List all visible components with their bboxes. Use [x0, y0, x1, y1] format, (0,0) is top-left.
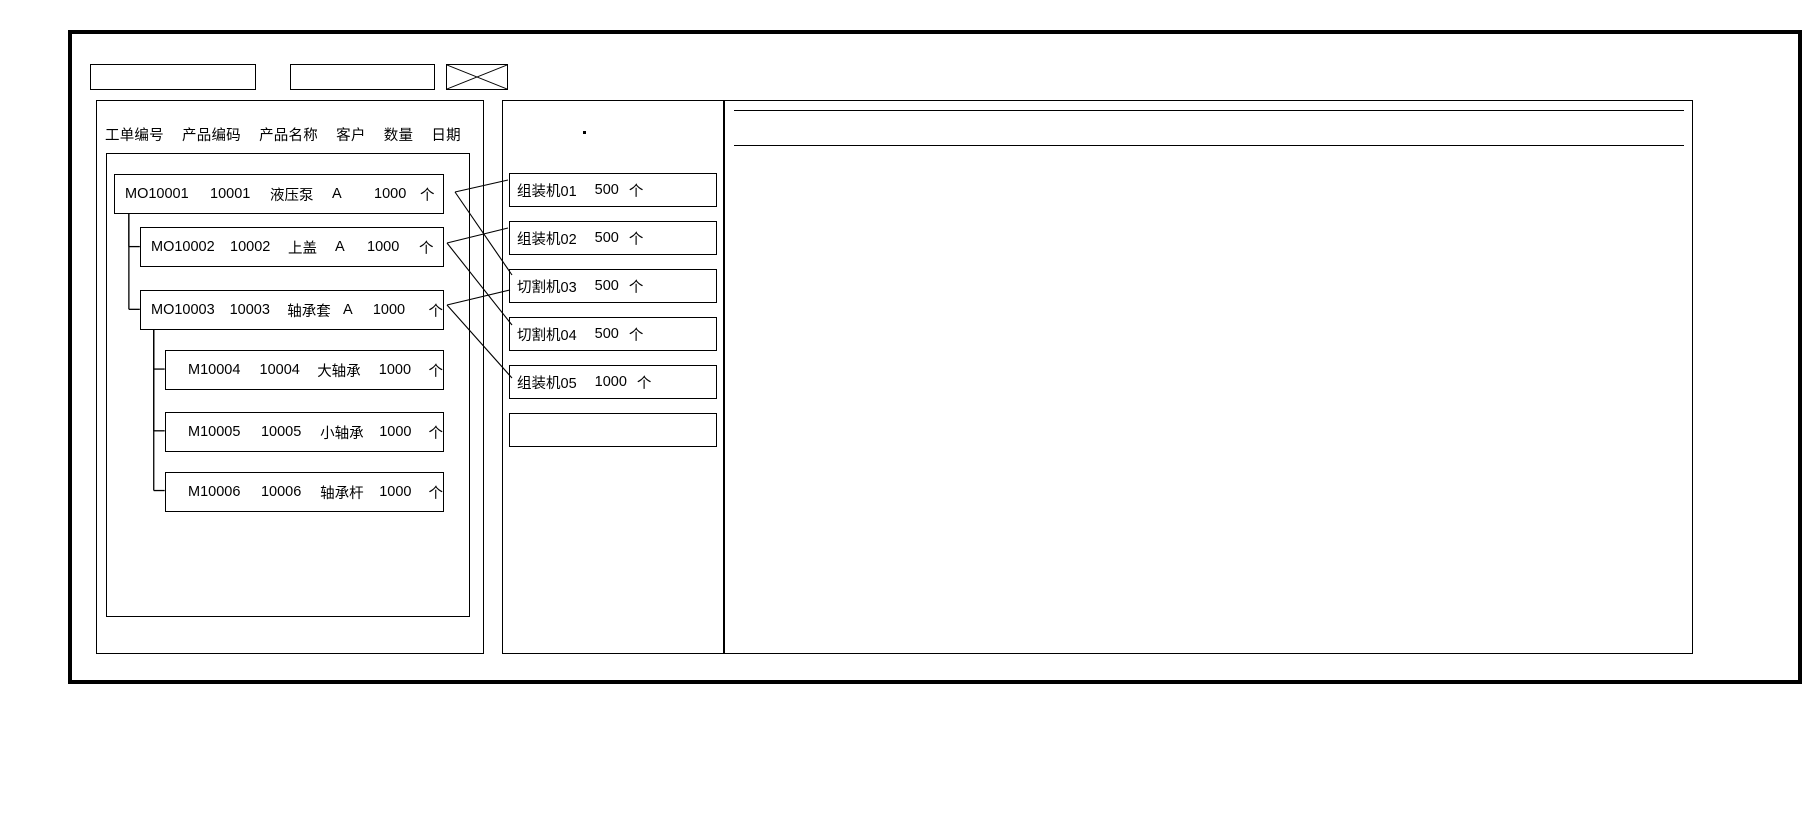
cell-unit: 个 [419, 240, 434, 257]
column-header-quantity: 数量 [383, 128, 414, 144]
machine-unit: 个 [628, 327, 644, 344]
work-order-tree: MO10001 10001 液压泵 A 1000 个 MO10002 10002… [106, 153, 470, 617]
dot-marker-icon [583, 131, 586, 134]
toolbar-field-1[interactable] [90, 64, 256, 90]
cell-order-no: M10006 [188, 484, 241, 500]
cell-product-name: 小轴承 [320, 425, 364, 442]
cell-product-name: 液压泵 [270, 187, 314, 204]
cell-product-code: 10005 [260, 424, 302, 440]
list-item[interactable]: 切割机03 500 个 [509, 269, 717, 303]
cell-product-code: 10002 [230, 239, 271, 255]
table-row[interactable]: M10005 10005 小轴承 1000 个 [165, 412, 444, 452]
table-row[interactable]: MO10002 10002 上盖 A 1000 个 [140, 227, 444, 267]
column-header-date: 日期 [431, 128, 461, 144]
cell-quantity: 1000 [374, 186, 407, 202]
toolbar [90, 64, 510, 90]
machine-name: 组装机05 [517, 375, 577, 392]
cell-unit: 个 [428, 363, 443, 380]
table-row[interactable]: MO10001 10001 液压泵 A 1000 个 [114, 174, 444, 214]
list-item[interactable]: 组装机02 500 个 [509, 221, 717, 255]
detail-panel-inner [734, 110, 1684, 646]
detail-panel [724, 100, 1693, 654]
cell-unit: 个 [428, 425, 444, 442]
cell-quantity: 1000 [379, 424, 412, 440]
column-headers: 工单编号 产品编码 产品名称 客户 数量 日期 [105, 124, 461, 145]
machine-qty: 500 [594, 182, 619, 198]
table-row[interactable]: M10006 10006 轴承杆 1000 个 [165, 472, 444, 512]
machine-qty: 500 [594, 326, 619, 342]
cell-product-code: 10003 [229, 302, 270, 318]
column-header-product-code: 产品编码 [182, 128, 241, 144]
cell-product-code: 10001 [210, 186, 251, 202]
image-placeholder-icon [446, 64, 508, 90]
table-row[interactable]: MO10003 10003 轴承套 A 1000 个 [140, 290, 444, 330]
cell-quantity: 1000 [378, 362, 412, 378]
tree-row-list: MO10001 10001 液压泵 A 1000 个 MO10002 10002… [107, 154, 469, 616]
machine-unit: 个 [628, 279, 644, 296]
machine-unit: 个 [628, 183, 644, 200]
cell-customer: A [335, 239, 345, 255]
column-header-order-no: 工单编号 [105, 128, 164, 144]
machine-qty: 1000 [594, 374, 627, 390]
machine-unit: 个 [636, 375, 652, 392]
cell-customer: A [332, 186, 342, 202]
cell-product-name: 轴承杆 [320, 485, 364, 502]
machine-qty: 500 [594, 230, 619, 246]
machine-list: 组装机01 500 个 组装机02 500 个 切割机03 500 个 切割机0… [509, 173, 717, 461]
cell-unit: 个 [428, 485, 444, 502]
cell-product-name: 上盖 [288, 240, 317, 257]
list-item[interactable]: 组装机01 500 个 [509, 173, 717, 207]
cell-order-no: MO10002 [151, 239, 215, 255]
cell-quantity: 1000 [379, 484, 412, 500]
machine-qty: 500 [594, 278, 619, 294]
cell-customer: A [342, 302, 353, 318]
list-item[interactable]: 切割机04 500 个 [509, 317, 717, 351]
list-item[interactable]: 组装机05 1000 个 [509, 365, 717, 399]
work-order-panel: 工单编号 产品编码 产品名称 客户 数量 日期 [96, 100, 484, 654]
machine-name: 切割机03 [517, 279, 577, 296]
machine-allocation-panel: 组装机01 500 个 组装机02 500 个 切割机03 500 个 切割机0… [502, 100, 724, 654]
cell-quantity: 1000 [367, 239, 400, 255]
cell-unit: 个 [420, 187, 435, 204]
table-row[interactable]: M10004 10004 大轴承 1000 个 [165, 350, 444, 390]
cell-product-name: 大轴承 [317, 363, 361, 380]
column-header-customer: 客户 [336, 128, 366, 144]
machine-name: 组装机02 [517, 231, 577, 248]
cell-unit: 个 [428, 303, 444, 320]
column-header-product-name: 产品名称 [259, 128, 318, 144]
list-item[interactable] [509, 413, 717, 447]
cell-quantity: 1000 [372, 302, 406, 318]
cell-order-no: MO10001 [125, 186, 189, 202]
machine-name: 切割机04 [517, 327, 577, 344]
cell-product-code: 10006 [260, 484, 302, 500]
cell-product-code: 10004 [259, 362, 300, 378]
cell-order-no: M10004 [188, 362, 241, 378]
detail-top-divider [734, 110, 1684, 111]
cell-order-no: MO10003 [151, 302, 215, 318]
toolbar-field-2[interactable] [290, 64, 435, 90]
detail-panel-header [734, 110, 1684, 146]
machine-unit: 个 [628, 231, 644, 248]
cell-product-name: 轴承套 [287, 303, 331, 320]
machine-name: 组装机01 [517, 183, 577, 200]
cell-order-no: M10005 [188, 424, 241, 440]
